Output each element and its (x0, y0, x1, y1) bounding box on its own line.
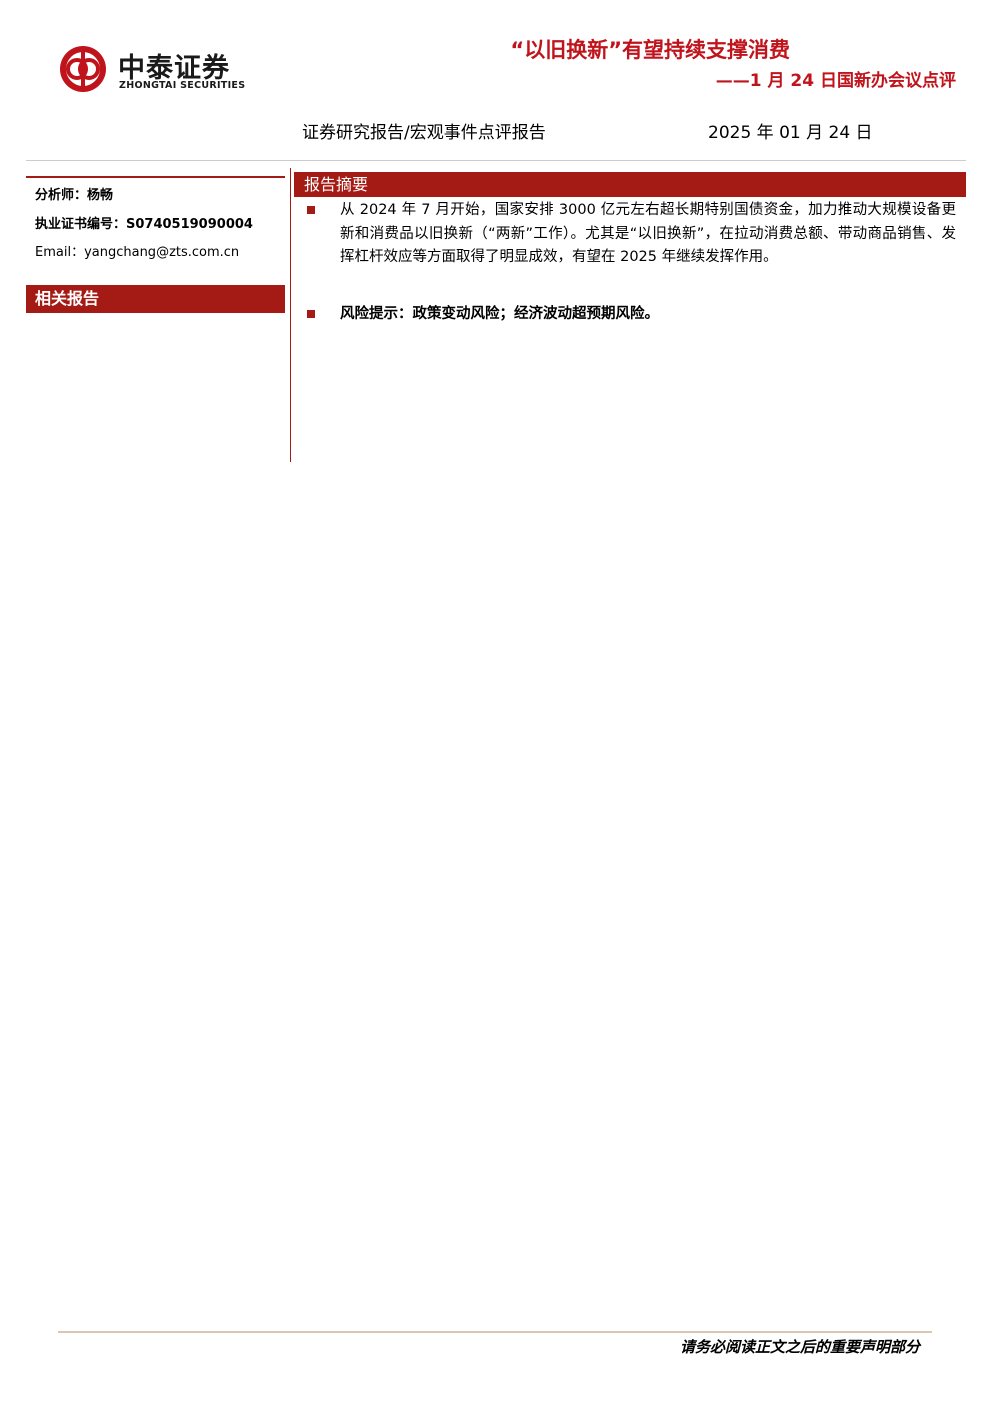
brand-name-en: ZHONGTAI SECURITIES (119, 80, 246, 91)
bullet-square-icon (307, 310, 315, 318)
related-reports-heading: 相关报告 (26, 285, 285, 313)
summary-paragraph: 从 2024 年 7 月开始，国家安排 3000 亿元左右超长期特别国债资金，加… (340, 202, 956, 265)
report-subtitle: ——1 月 24 日国新办会议点评 (715, 71, 956, 91)
report-date: 2025 年 01 月 24 日 (708, 123, 873, 143)
analyst-certificate: 执业证书编号：S0740519090004 (35, 217, 253, 232)
summary-heading: 报告摘要 (294, 172, 966, 197)
report-type: 证券研究报告/宏观事件点评报告 (302, 123, 546, 143)
footer-disclaimer: 请务必阅读正文之后的重要声明部分 (679, 1338, 920, 1356)
zhongtai-logo-icon (60, 46, 106, 92)
brand-logo: 中泰证券 ZHONGTAI SECURITIES (58, 44, 268, 96)
brand-name-cn: 中泰证券 (118, 53, 230, 84)
footer-divider (58, 1331, 932, 1333)
header-divider (26, 160, 966, 161)
risk-warning: 风险提示：政策变动风险；经济波动超预期风险。 (340, 306, 659, 322)
analyst-email: Email：yangchang@zts.com.cn (35, 245, 240, 260)
sidebar-top-divider (26, 176, 285, 178)
bullet-square-icon (307, 206, 315, 214)
report-title: “以旧换新”有望持续支撑消费 (510, 38, 790, 62)
analyst-name: 分析师：杨畅 (35, 188, 114, 203)
column-divider (290, 168, 291, 462)
